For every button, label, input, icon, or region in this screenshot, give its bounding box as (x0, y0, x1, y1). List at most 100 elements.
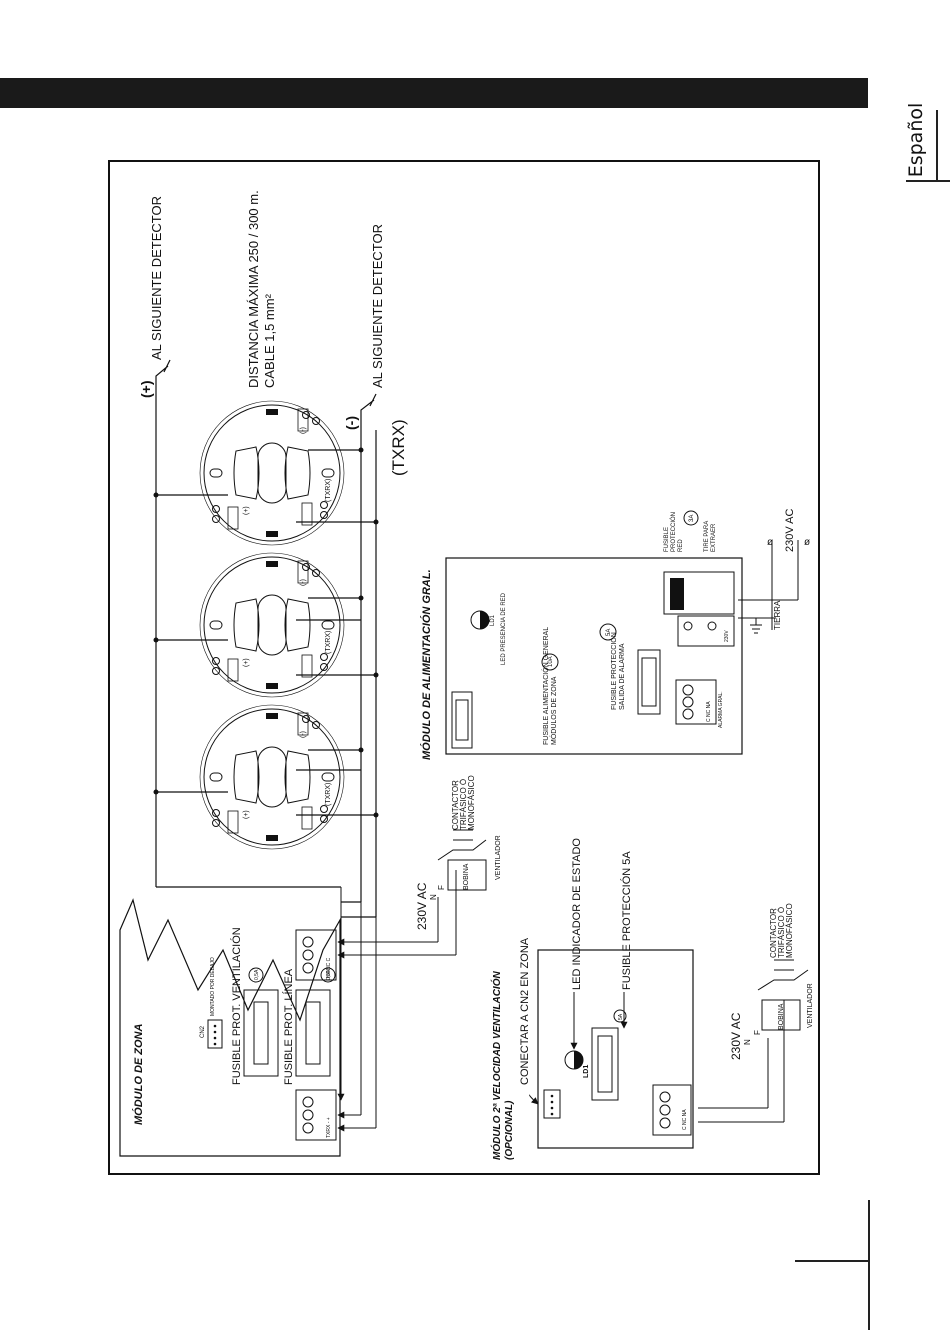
cn2-note: MONTADO POR DEBAJO (210, 957, 216, 1016)
fuse-vent-holder (243, 989, 279, 1077)
vent-n-label: N (429, 894, 438, 900)
zone-terminal-right (295, 929, 337, 981)
next-detector-minus-label: AL SIGUIENTE DETECTOR (370, 224, 385, 388)
vent-contactor-label: CONTACTOR (451, 780, 460, 830)
detector3-plus-label: (+) (243, 810, 250, 819)
cn2-connector (207, 1019, 223, 1049)
second-speed-coil (761, 999, 801, 1031)
fuse-line-label: FUSIBLE PROT. LÍNEA (282, 968, 295, 1085)
header-bar (0, 78, 868, 108)
connect-cn2-label: CONECTAR A CN2 EN ZONA (519, 937, 531, 1085)
detector1-plus-label: (+) (243, 506, 250, 515)
tierra-label: TIERRA (773, 600, 782, 630)
alarm-terminal-label: C NC NA (706, 701, 712, 722)
second-speed-title-1: MÓDULO 2ª VELOCIDAD VENTILACIÓN (490, 971, 503, 1160)
bus-junctions (153, 447, 379, 818)
zone-output-wires (337, 870, 457, 1132)
detector1-txrx-label: (TXRX) (325, 479, 332, 502)
detector2-plus-label: (+) (243, 658, 250, 667)
fuse-general-label-2: MÓDULOS DE ZONA (549, 676, 558, 745)
mains-phase-symbol: ø (767, 537, 773, 548)
wiring-diagram: (+) (-) (TXRX) (+) (-) (TXRX) (+) (-) (T… (108, 160, 820, 1175)
fuse-alarm-label-2: SALIDA DE ALARMA (619, 643, 626, 710)
plus-bus-break (155, 359, 171, 390)
detector3-minus-label: (-) (300, 731, 307, 738)
fuse-red-label-3: RED (678, 539, 684, 552)
fuse-vent-label: FUSIBLE PROT. VENTILACIÓN (230, 927, 243, 1085)
zone-terminal-left (295, 1089, 337, 1141)
vent-voltage-label: 230V AC (415, 882, 429, 930)
alarm-general-label: ALARMA GRAL. (718, 691, 724, 728)
cn2-input-connector (543, 1089, 561, 1119)
power-module: MÓDULO DE ALIMENTACIÓN GRAL. LD1 LED PRE… (420, 509, 810, 760)
mains-terminal (677, 615, 735, 647)
fuse-general-value-badge (541, 653, 559, 671)
second-speed-module: MÓDULO 2ª VELOCIDAD VENTILACIÓN (OPCIONA… (490, 838, 814, 1160)
mains-fuse-element (670, 578, 684, 610)
footer-vertical-rule (868, 1200, 870, 1330)
language-tab-label: Español (905, 102, 927, 178)
fuse-alarm-holder (637, 649, 661, 715)
detector1-minus-label: (-) (300, 427, 307, 434)
max-distance-label: DISTANCIA MÁXIMA 250 / 300 m. (246, 190, 261, 388)
alarm-terminal (675, 679, 717, 725)
led-state-label: LED INDICADOR DE ESTADO (571, 838, 583, 990)
vent-f-label: F (437, 885, 446, 890)
led-red-label: LED PRESENCIA DE RED (501, 592, 507, 665)
second-speed-ventilador-label: VENTILADOR (807, 983, 814, 1028)
plus-bus-label: (+) (138, 381, 154, 399)
second-speed-terminal-label: C NC NA (682, 1109, 688, 1130)
vent-contactor: 230V AC N F BOBINA CONTACTOR TRIFÁSICO Ó… (415, 775, 502, 930)
second-speed-voltage-label: 230V AC (729, 1012, 743, 1060)
vent-ventilador-label: VENTILADOR (495, 835, 502, 880)
detector3-txrx-label: (TXRX) (325, 783, 332, 806)
detector2-minus-label: (-) (300, 579, 307, 586)
zone-terminal-left-label: TXRX - + (326, 1117, 332, 1138)
second-speed-contactor-type1: TRIFÁSICO Ó (777, 907, 786, 958)
second-speed-fuse-badge (613, 1009, 627, 1023)
second-speed-bobina-label: BOBINA (778, 1003, 785, 1030)
mains-terminal-label: 230V (724, 630, 730, 642)
fuse-line-value-badge (320, 967, 336, 983)
power-module-title: MÓDULO DE ALIMENTACIÓN GRAL. (420, 569, 433, 760)
mains-voltage-label: 230V AC (784, 509, 796, 552)
second-speed-n-label: N (743, 1039, 752, 1045)
detector2-txrx-label: (TXRX) (325, 631, 332, 654)
language-tab: Español (896, 95, 936, 185)
fuse-alarm-value-badge (599, 623, 617, 641)
second-speed-ld1-label: LD1 (583, 1065, 590, 1078)
fuse-alarm-label-1: FUSIBLE PROTECCIÓN (609, 632, 618, 710)
second-speed-title-2: (OPCIONAL) (504, 1100, 515, 1160)
pull-label-2: EXTRAER (711, 523, 717, 552)
second-speed-f-label: F (753, 1030, 762, 1035)
vent-bobina-label: BOBINA (463, 863, 470, 890)
second-speed-contactor-label: CONTACTOR (769, 908, 778, 958)
fuse-5a-label: FUSIBLE PROTECCIÓN 5A (620, 851, 633, 990)
pull-label-1: TIRE PARA (704, 521, 710, 552)
cn2-label: CN2 (200, 1025, 206, 1038)
fuse-alarm-value: 5A (606, 629, 612, 636)
fuse-red-label-1: FUSIBLE (664, 527, 670, 552)
footer-horizontal-rule (795, 1260, 868, 1262)
second-speed-terminal (652, 1084, 692, 1136)
minus-bus-label: (-) (343, 416, 359, 430)
fuse-red-value-badge (683, 510, 699, 526)
next-detector-plus-label: AL SIGUIENTE DETECTOR (149, 196, 164, 360)
smoke-detector-base-3 (199, 704, 345, 850)
second-speed-fuse-holder (591, 1027, 619, 1101)
fuse-red-value: 3A (689, 515, 695, 522)
mains-fuse-block (663, 571, 735, 615)
mains-neutral-symbol: ø (804, 537, 810, 548)
fuse-line-value: 0,5A (326, 969, 332, 980)
language-tab-rule (936, 110, 938, 180)
zone-terminal-right-label: NA NC C (326, 957, 332, 978)
fuse-line-holder (295, 989, 331, 1077)
fuse-vent-value-badge (248, 967, 264, 983)
txrx-bus-label: (TXRX) (389, 419, 408, 476)
language-tab-underline (906, 180, 950, 182)
zone-module-title: MÓDULO DE ZONA (132, 1024, 145, 1125)
diagram-frame (108, 160, 820, 1175)
zone-module: MÓDULO DE ZONA CN2 MONTADO POR DEBAJO FU… (119, 898, 341, 1157)
ld1-label: LD1 (490, 614, 496, 626)
cable-section-label: CABLE 1,5 mm² (262, 293, 277, 388)
